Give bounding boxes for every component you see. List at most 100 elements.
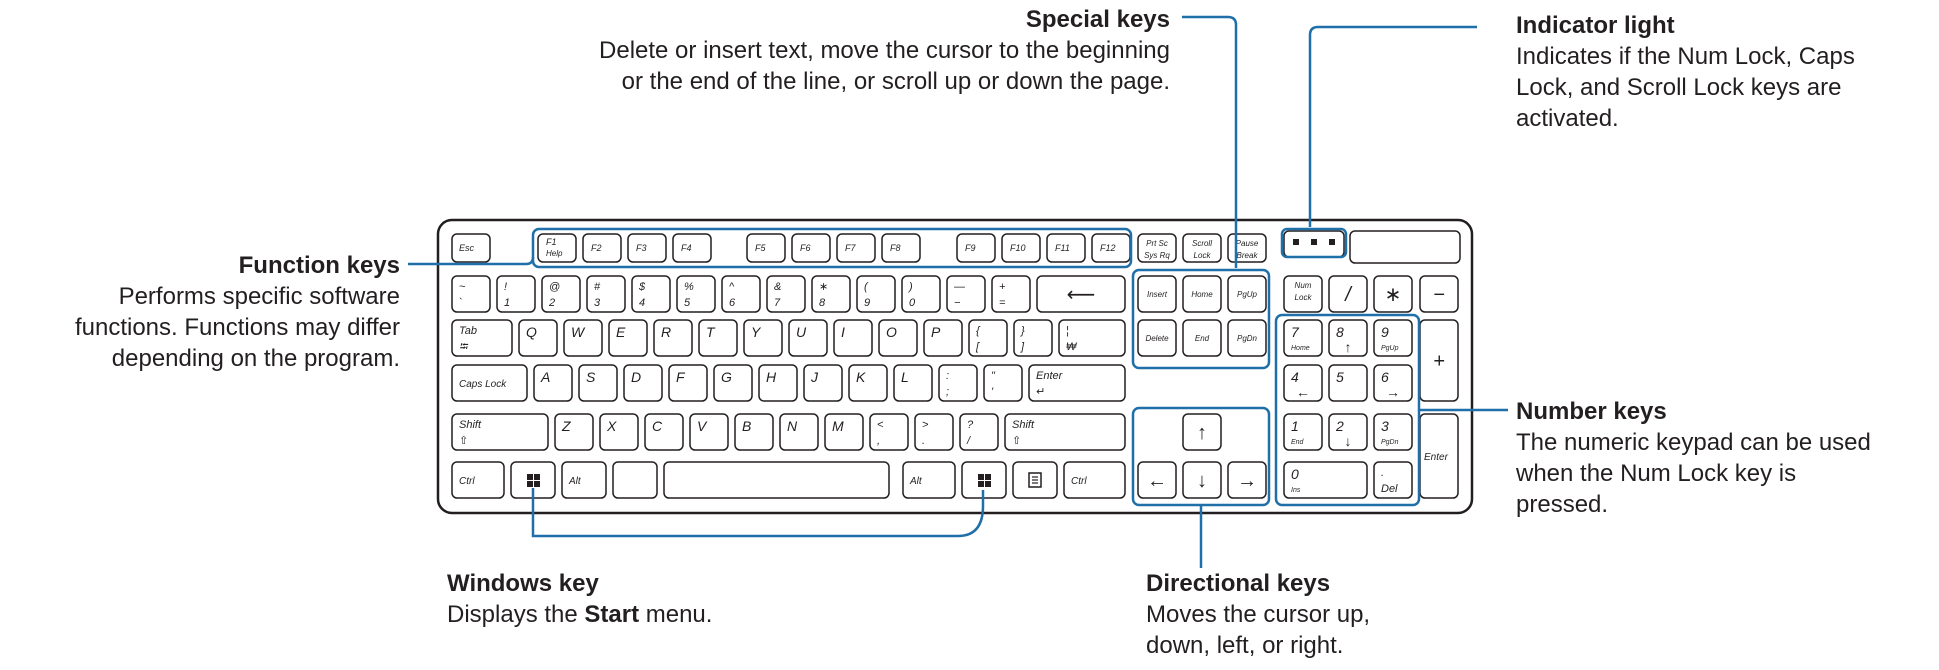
key-f9[interactable]: F9 — [956, 233, 996, 263]
key-lctrl[interactable]: Ctrl — [451, 461, 505, 499]
key-np2[interactable]: 2↓ — [1328, 413, 1368, 451]
key-arrow-left[interactable]: ← — [1137, 461, 1177, 499]
key-np-star[interactable]: ∗ — [1373, 275, 1413, 313]
key-quote[interactable]: "' — [983, 364, 1023, 402]
key-4[interactable]: $4 — [631, 275, 671, 313]
key-lshift[interactable]: Shift⇧ — [451, 413, 549, 451]
key-equal[interactable]: += — [991, 275, 1031, 313]
key-f11[interactable]: F11 — [1046, 233, 1086, 263]
key-f8[interactable]: F8 — [881, 233, 921, 263]
key-n[interactable]: N — [779, 413, 819, 451]
key-np-slash[interactable]: / — [1328, 275, 1368, 313]
key-v[interactable]: V — [689, 413, 729, 451]
key-space[interactable] — [663, 461, 890, 499]
key-comma[interactable]: <, — [869, 413, 909, 451]
key-semicolon[interactable]: :; — [938, 364, 978, 402]
key-rctrl[interactable]: Ctrl — [1063, 461, 1126, 499]
key-enter[interactable]: Enter↵ — [1028, 364, 1126, 402]
key-f[interactable]: F — [668, 364, 708, 402]
key-slash[interactable]: ?/ — [959, 413, 999, 451]
key-arrow-down[interactable]: ↓ — [1182, 461, 1222, 499]
key-f6[interactable]: F6 — [791, 233, 831, 263]
key-p[interactable]: P — [923, 319, 963, 357]
key-m[interactable]: M — [824, 413, 864, 451]
key-backspace[interactable]: ⟵ — [1036, 275, 1126, 313]
key-2[interactable]: @2 — [541, 275, 581, 313]
key-d[interactable]: D — [623, 364, 663, 402]
key-np-enter[interactable]: Enter — [1419, 413, 1459, 499]
key-7[interactable]: &7 — [766, 275, 806, 313]
key-f2[interactable]: F2 — [582, 233, 622, 263]
key-lalt[interactable]: Alt — [561, 461, 607, 499]
key-np-dot[interactable]: .Del — [1373, 461, 1413, 499]
key-f7[interactable]: F7 — [836, 233, 876, 263]
key-tilde[interactable]: ~` — [451, 275, 491, 313]
key-a[interactable]: A — [533, 364, 573, 402]
key-8[interactable]: ∗8 — [811, 275, 851, 313]
key-capslock[interactable]: Caps Lock — [451, 364, 528, 402]
key-rbracket[interactable]: }] — [1013, 319, 1053, 357]
key-6[interactable]: ^6 — [721, 275, 761, 313]
key-np-plus[interactable]: + — [1419, 319, 1459, 402]
key-np4[interactable]: 4← — [1283, 364, 1323, 402]
key-blank[interactable] — [612, 461, 658, 499]
key-g[interactable]: G — [713, 364, 753, 402]
key-q[interactable]: Q — [518, 319, 558, 357]
key-r[interactable]: R — [653, 319, 693, 357]
key-l[interactable]: L — [893, 364, 933, 402]
key-k[interactable]: K — [848, 364, 888, 402]
key-f3[interactable]: F3 — [627, 233, 667, 263]
key-menu-icon[interactable]: menu — [0, 0, 1058, 499]
key-arrow-up[interactable]: ↑ — [1182, 413, 1222, 451]
key-end[interactable]: End — [1182, 319, 1222, 357]
key-indicator-panel[interactable] — [1283, 230, 1345, 258]
key-minus[interactable]: —− — [946, 275, 986, 313]
key-c[interactable]: C — [644, 413, 684, 451]
key-f4[interactable]: F4 — [672, 233, 712, 263]
key-j[interactable]: J — [803, 364, 843, 402]
key-1[interactable]: !1 — [496, 275, 536, 313]
key-np-minus[interactable]: − — [1419, 275, 1459, 313]
key-u[interactable]: U — [788, 319, 828, 357]
key-esc[interactable]: Esc — [451, 233, 491, 263]
key-delete[interactable]: Delete — [1137, 319, 1177, 357]
key-i[interactable]: I — [833, 319, 873, 357]
key-arrow-right[interactable]: → — [1227, 461, 1267, 499]
key-tab[interactable]: Tab⭾ — [451, 319, 513, 357]
key-insert[interactable]: Insert — [1137, 275, 1177, 313]
key-home[interactable]: Home — [1182, 275, 1222, 313]
key-pgup[interactable]: PgUp — [1227, 275, 1267, 313]
key-pgdn[interactable]: PgDn — [1227, 319, 1267, 357]
key-s[interactable]: S — [578, 364, 618, 402]
key-x[interactable]: X — [599, 413, 639, 451]
key-status-window[interactable] — [1349, 230, 1461, 264]
key-ralt[interactable]: Alt — [902, 461, 956, 499]
key-e[interactable]: E — [608, 319, 648, 357]
key-h[interactable]: H — [758, 364, 798, 402]
key-np8[interactable]: 8↑ — [1328, 319, 1368, 357]
key-t[interactable]: T — [698, 319, 738, 357]
key-b[interactable]: B — [734, 413, 774, 451]
key-f10[interactable]: F10 — [1001, 233, 1041, 263]
key-rshift[interactable]: Shift⇧ — [1004, 413, 1126, 451]
key-y[interactable]: Y — [743, 319, 783, 357]
key-period[interactable]: >. — [914, 413, 954, 451]
key-o[interactable]: O — [878, 319, 918, 357]
key-lwin-windows-icon[interactable]: win — [0, 0, 556, 499]
key-lbracket[interactable]: {[ — [968, 319, 1008, 357]
key-z[interactable]: Z — [554, 413, 594, 451]
key-3[interactable]: #3 — [586, 275, 626, 313]
key-w[interactable]: W — [563, 319, 603, 357]
key-f5[interactable]: F5 — [746, 233, 786, 263]
key-f12[interactable]: F12 — [1091, 233, 1131, 263]
key-0[interactable]: )0 — [901, 275, 941, 313]
